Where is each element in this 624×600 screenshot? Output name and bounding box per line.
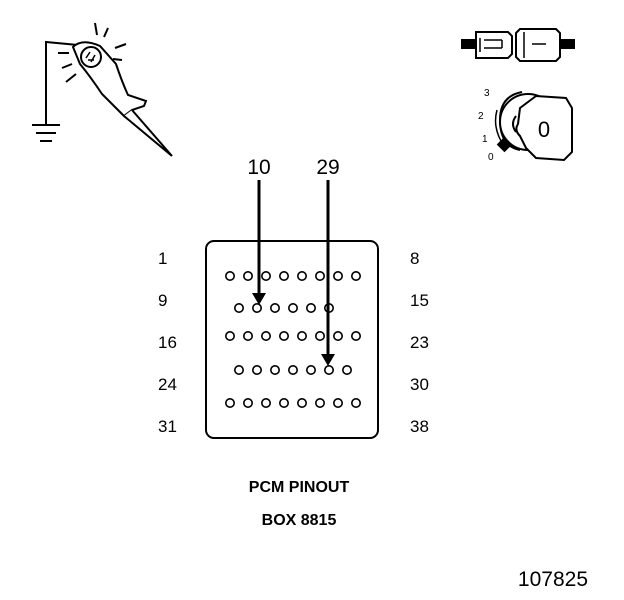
test-light-probe-icon bbox=[32, 22, 173, 157]
ignition-key-icon bbox=[494, 91, 573, 162]
arrowhead-pin-29 bbox=[321, 354, 335, 366]
pin-29 bbox=[323, 364, 334, 375]
key-position-0: 0 bbox=[488, 152, 494, 163]
row-label-right-2: 15 bbox=[410, 291, 429, 310]
pin-19 bbox=[278, 330, 289, 341]
pin-28 bbox=[305, 364, 316, 375]
pin-21 bbox=[314, 330, 325, 341]
callout-pin-29: 29 bbox=[316, 156, 339, 179]
pin-20 bbox=[296, 330, 307, 341]
pin-33 bbox=[260, 397, 271, 408]
pin-18 bbox=[260, 330, 271, 341]
row-label-left-5: 31 bbox=[158, 417, 177, 436]
pin-36 bbox=[314, 397, 325, 408]
pin-13 bbox=[305, 302, 316, 313]
key-label: 0 bbox=[538, 117, 550, 142]
disconnected-connector-icon bbox=[461, 28, 575, 62]
pin-8 bbox=[350, 270, 361, 281]
pin-10 bbox=[252, 302, 263, 313]
pin-5 bbox=[296, 270, 307, 281]
pin-31 bbox=[225, 397, 236, 408]
pin-3 bbox=[260, 270, 271, 281]
pin-9 bbox=[234, 302, 245, 313]
row-label-right-4: 30 bbox=[410, 375, 429, 394]
pin-17 bbox=[243, 330, 254, 341]
row-label-right-3: 23 bbox=[410, 333, 429, 352]
pin-26 bbox=[269, 364, 280, 375]
pin-38 bbox=[350, 397, 361, 408]
figure-number: 107825 bbox=[518, 568, 588, 591]
key-position-1: 1 bbox=[482, 134, 488, 145]
diagram-subtitle: BOX 8815 bbox=[262, 512, 337, 529]
pin-4 bbox=[278, 270, 289, 281]
row-label-left-4: 24 bbox=[158, 375, 177, 394]
pin-37 bbox=[332, 397, 343, 408]
callout-pin-10: 10 bbox=[247, 156, 270, 179]
row-label-left-3: 16 bbox=[158, 333, 177, 352]
connector-housing bbox=[205, 240, 379, 439]
pin-2 bbox=[243, 270, 254, 281]
arrowhead-pin-10 bbox=[252, 293, 266, 305]
row-label-right-1: 8 bbox=[410, 249, 419, 268]
pin-11 bbox=[269, 302, 280, 313]
pin-22 bbox=[332, 330, 343, 341]
pin-30 bbox=[341, 364, 352, 375]
pin-23 bbox=[350, 330, 361, 341]
row-label-left-2: 9 bbox=[158, 291, 167, 310]
pin-24 bbox=[234, 364, 245, 375]
pin-35 bbox=[296, 397, 307, 408]
pin-34 bbox=[278, 397, 289, 408]
pin-6 bbox=[314, 270, 325, 281]
pin-12 bbox=[287, 302, 298, 313]
key-position-3: 3 bbox=[484, 88, 490, 99]
pin-1 bbox=[225, 270, 236, 281]
row-label-left-1: 1 bbox=[158, 249, 167, 268]
pin-25 bbox=[252, 364, 263, 375]
diagram-title: PCM PINOUT bbox=[249, 479, 350, 496]
pin-16 bbox=[225, 330, 236, 341]
callout-arrows bbox=[252, 180, 335, 366]
pin-32 bbox=[243, 397, 254, 408]
pin-27 bbox=[287, 364, 298, 375]
row-label-right-5: 38 bbox=[410, 417, 429, 436]
pin-7 bbox=[332, 270, 343, 281]
key-position-2: 2 bbox=[478, 111, 484, 122]
connector-pins bbox=[225, 270, 361, 408]
